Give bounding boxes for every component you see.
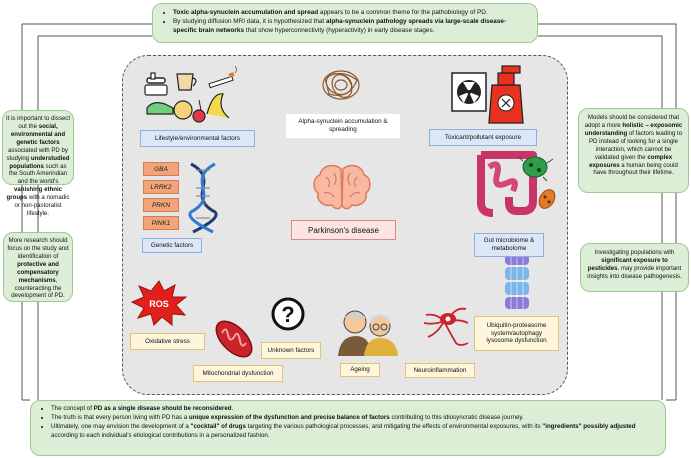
parkinsons-disease-box: Parkinson's disease — [291, 220, 396, 240]
top-note: Toxic alpha-synuclein accumulation and s… — [152, 3, 538, 43]
label-gut: Gut microbiome & metabolome — [474, 233, 544, 257]
left-note-social: It is important to dissect out the socia… — [2, 110, 74, 217]
right-note-2-text-b: , may provide important insights into di… — [587, 264, 682, 280]
svg-text:?: ? — [281, 302, 294, 327]
left-note-2-bold: protective and compensatory mechanisms — [17, 260, 59, 284]
bottom-note-item-2: The truth is that every person living wi… — [51, 414, 657, 423]
top-note-item-1: Toxic alpha-synuclein accumulation and s… — [173, 9, 529, 18]
left-note-protective: More research should focus on the study … — [3, 232, 73, 302]
gene-pink1: PINK1 — [143, 216, 179, 230]
right-note-1-text-b: of factors leading to PD instead of look… — [588, 129, 683, 161]
top-note-list: Toxic alpha-synuclein accumulation and s… — [161, 9, 529, 36]
top-note-item-2: By studying diffusion MRI data, it is hy… — [173, 18, 529, 36]
label-ups: Ubiquitin-proteasome system/autophagy ly… — [474, 316, 559, 351]
gene-lrrk2: LRRK2 — [143, 180, 179, 194]
bottom-text-3c: according to each individual's etiologic… — [51, 431, 270, 439]
label-neuroinflammation: Neuroinflammation — [405, 363, 475, 378]
right-note-1-bold-a: holistic – exposomic understanding — [584, 121, 683, 137]
bottom-bold-3a: "cocktail" of drugs — [190, 422, 246, 430]
bottom-bold-2: unique expression of the dysfunction and… — [188, 413, 390, 421]
left-note-1-text-a: It is important to dissect out the — [6, 115, 71, 130]
left-note-2-text-b: , counteracting the development of PD. — [11, 276, 65, 300]
label-toxicant: Toxicant/pollutant exposure — [429, 129, 537, 146]
right-note-2-text-a: Investigating populations with — [594, 249, 675, 256]
bottom-note-item-3: Ultimately, one may envision the develop… — [51, 423, 657, 441]
gene-gba: GBA — [143, 162, 179, 176]
bottom-note: The concept of PD as a single disease sh… — [30, 400, 666, 456]
proteasome-icon — [505, 254, 529, 309]
top-note-bold-2: alpha-synuclein pathology spreads via la… — [173, 17, 507, 34]
right-note-2-bold: significant exposure to pesticides — [587, 256, 668, 272]
bottom-bold-1: PD as a single disease should be reconsi… — [93, 405, 232, 412]
bottom-text-2b: contributing to this idiosyncratic disea… — [389, 413, 524, 421]
right-note-1-bold-b: complex exposures — [589, 153, 673, 169]
label-oxidative: Oxidative stress — [130, 333, 205, 350]
bottom-note-item-1: The concept of PD as a single disease sh… — [51, 405, 657, 414]
label-genetic: Genetic factors — [142, 238, 202, 253]
left-note-1-bold-a: social, environmental and genetic factor… — [10, 122, 66, 146]
alpha-synuclein-icon — [322, 70, 360, 100]
top-note-text-2a: By studying diffusion MRI data, it is hy… — [173, 17, 326, 25]
top-note-text-2b: that show hyperconnectivity (hyperactivi… — [244, 26, 435, 34]
bottom-text-2a: The truth is that every person living wi… — [51, 413, 189, 421]
bottom-text-3b: targeting the various pathological proce… — [245, 422, 543, 430]
ros-burst-icon: ROS — [130, 280, 188, 326]
bottom-text-1b: . — [231, 405, 234, 412]
label-mitochondrial: Mitochondrial dysfunction — [193, 365, 283, 382]
label-alpha-synuclein: Alpha-synuclein accumulation & spreading — [286, 114, 400, 138]
left-note-1-bold-b: understudied populations — [9, 154, 70, 170]
brain-icon — [313, 164, 371, 210]
microglia-icon — [423, 307, 469, 346]
bottom-text-1a: The concept of — [51, 405, 94, 412]
left-note-1-text-d: with a nomadic or non-pastoralist lifest… — [14, 194, 70, 218]
toxicant-spray-icon — [451, 65, 524, 124]
left-note-1-text-c: such as the South Amerindian and the wor… — [8, 162, 68, 186]
bottom-text-3a: Ultimately, one may envision the develop… — [51, 422, 191, 430]
bottom-bold-3b: "ingredients" possibly adjusted — [542, 422, 636, 430]
gut-microbiome-icon — [477, 151, 556, 217]
ros-label: ROS — [149, 299, 169, 309]
mitochondria-icon — [215, 320, 253, 358]
left-note-1-bold-c: vanishing ethnic groups — [6, 186, 63, 202]
left-note-2-text-a: More research should focus on the study … — [7, 237, 69, 260]
gene-prkn: PRKN — [143, 198, 179, 212]
question-mark-icon: ? — [271, 297, 305, 331]
top-note-bold-1: Toxic alpha-synuclein accumulation and s… — [173, 9, 319, 16]
right-note-pesticides: Investigating populations with significa… — [580, 243, 689, 292]
right-note-1-text-a: Models should be considered that adopt a… — [584, 114, 680, 129]
dna-icon — [188, 162, 218, 234]
right-note-1-text-c: a human being could have throughout thei… — [593, 161, 678, 177]
label-lifestyle: Lifestyle/environmental factors — [140, 130, 255, 147]
right-note-holistic: Models should be considered that adopt a… — [578, 108, 689, 193]
food-lifestyle-icon — [144, 65, 237, 123]
label-unknown: Unknown factors — [261, 342, 321, 359]
elderly-couple-icon — [338, 310, 398, 356]
bottom-note-list: The concept of PD as a single disease sh… — [39, 405, 657, 441]
left-note-1-text-b: associated with PD by studying — [6, 146, 68, 162]
label-ageing: Ageing — [340, 363, 380, 377]
top-note-text-1: appears to be a common theme for the pat… — [318, 9, 488, 16]
